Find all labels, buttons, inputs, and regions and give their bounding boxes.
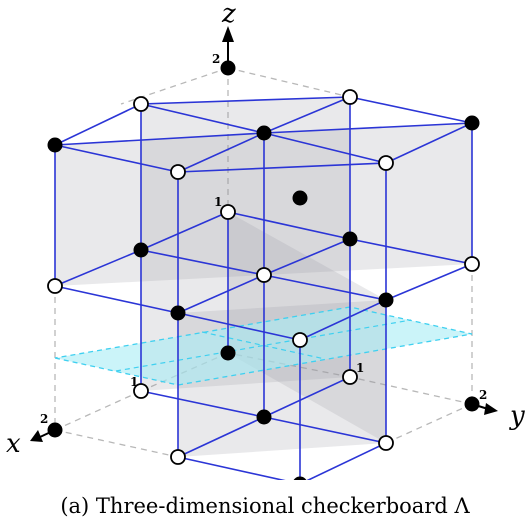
cube-edges <box>54 96 473 480</box>
x-arrowhead <box>30 430 43 442</box>
open-point <box>47 278 63 294</box>
z-arrowhead <box>222 26 234 42</box>
z-tick-label-2: 2 <box>212 52 220 66</box>
filled-point <box>220 60 236 76</box>
cube-edge <box>140 96 351 105</box>
x-tick-label-1: 1 <box>130 375 138 389</box>
open-point <box>378 435 394 451</box>
filled-point <box>464 115 480 131</box>
filled-point <box>292 190 308 206</box>
cube-edge <box>54 249 142 287</box>
cube-edge <box>54 144 179 173</box>
open-point <box>292 332 308 348</box>
open-point <box>133 96 149 112</box>
cube-edge <box>54 285 179 314</box>
cube-edge <box>263 274 387 301</box>
open-point <box>342 89 358 105</box>
guide-line <box>120 67 229 105</box>
guide-line <box>54 390 142 431</box>
guide-line <box>349 376 473 405</box>
z-axis-label: z <box>221 0 236 29</box>
midplane-midline <box>201 331 326 360</box>
y-tick-label-1: 1 <box>356 361 364 375</box>
open-point <box>220 204 236 220</box>
cube-edge <box>227 211 351 240</box>
cube-edge <box>54 132 265 146</box>
filled-point <box>342 231 358 247</box>
cube-edge <box>177 162 387 173</box>
cube-edge <box>306 442 387 480</box>
z-tick-label-1: 1 <box>214 195 222 209</box>
open-point <box>170 449 186 465</box>
cube-edge <box>385 122 473 164</box>
cube-edge <box>140 103 265 134</box>
guide-line <box>54 429 179 458</box>
cube-edge <box>140 249 265 276</box>
cube-edge <box>263 122 473 134</box>
y-axis-label: y <box>509 401 525 431</box>
guide-line <box>385 403 473 444</box>
cube-edge <box>177 132 265 173</box>
cube-edge <box>140 211 229 251</box>
open-point <box>256 267 272 283</box>
cube-edge <box>263 132 387 164</box>
cube-edge <box>177 416 265 458</box>
cube-edge <box>263 96 351 134</box>
filled-point <box>47 422 63 438</box>
guide-line <box>227 67 351 98</box>
checkerboard-3d-diagram: z x y 2 1 1 2 1 2 <box>6 0 525 480</box>
open-point <box>133 383 149 399</box>
cube-edge <box>263 376 351 418</box>
open-point <box>378 155 394 171</box>
cube-edge <box>385 263 473 301</box>
cube-edge <box>263 238 351 276</box>
open-point <box>342 369 358 385</box>
y-tick-label-2: 2 <box>479 388 487 402</box>
cube-edge <box>349 96 473 124</box>
filled-point <box>256 125 272 141</box>
filled-point <box>464 396 480 412</box>
cube-face <box>141 97 350 250</box>
cube-edge <box>177 456 286 480</box>
y-arrowhead <box>484 403 498 415</box>
x-tick-label-2: 2 <box>40 412 48 426</box>
filled-point <box>170 305 186 321</box>
cube-edge <box>54 103 142 146</box>
lattice-points <box>47 60 480 480</box>
cube-edge <box>263 416 387 444</box>
cube-edge <box>177 312 301 341</box>
x-axis-label: x <box>6 429 21 459</box>
cube-edge <box>349 238 473 265</box>
filled-point <box>220 345 236 361</box>
open-point <box>464 256 480 272</box>
cube-edge <box>177 274 265 314</box>
filled-point <box>378 292 394 308</box>
cube-edge <box>140 390 265 418</box>
filled-point <box>256 409 272 425</box>
filled-point <box>133 242 149 258</box>
cube-edge <box>299 299 387 341</box>
cube-face <box>264 123 472 275</box>
midplane-midline <box>115 319 412 372</box>
figure-caption: (a) Three-dimensional checkerboard Λ <box>60 494 470 518</box>
open-point <box>170 164 186 180</box>
midplane-outline <box>54 306 473 386</box>
checkerboard-figure: z x y 2 1 1 2 1 2 <box>6 0 525 480</box>
filled-point <box>293 476 307 480</box>
filled-point <box>47 137 63 153</box>
